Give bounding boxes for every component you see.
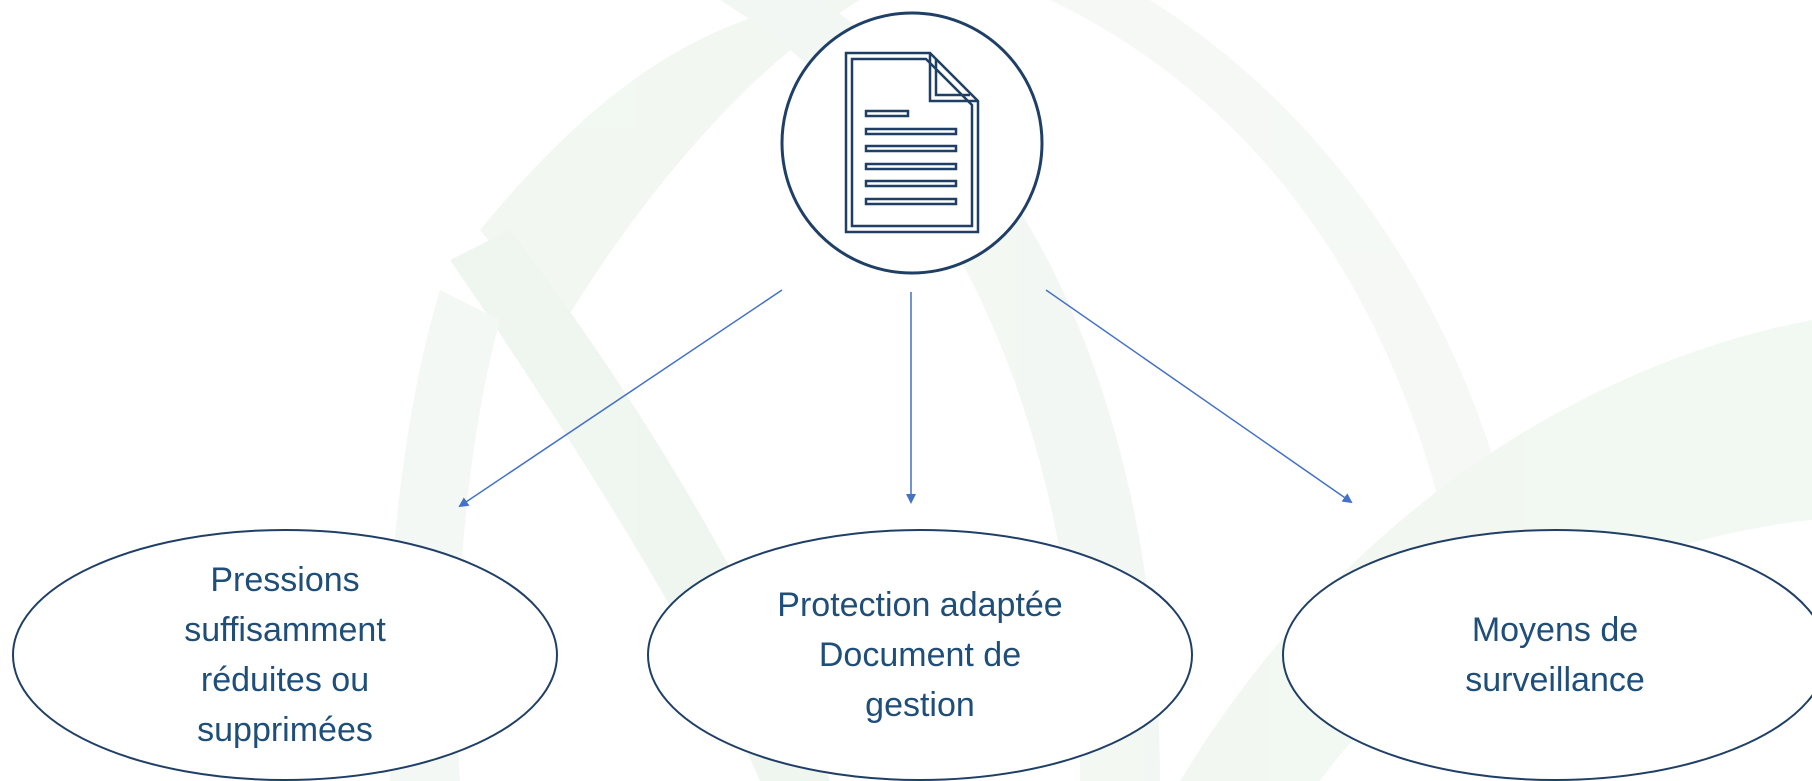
child-node-left [12, 529, 558, 781]
child-node-center [647, 529, 1193, 781]
child-label-left: Pressions suffisamment réduites ou suppr… [184, 561, 386, 749]
connector-arrows [458, 289, 1353, 508]
child-label-center: Protection adaptée Document de gestion [777, 586, 1063, 724]
root-node [780, 11, 1044, 275]
child-nodes [12, 529, 1812, 781]
child-node-right [1282, 529, 1812, 781]
child-label-right: Moyens de surveillance [1465, 611, 1645, 699]
arrow-to-right [1045, 289, 1353, 504]
arrow-to-left [458, 289, 783, 508]
document-icon [844, 51, 980, 234]
